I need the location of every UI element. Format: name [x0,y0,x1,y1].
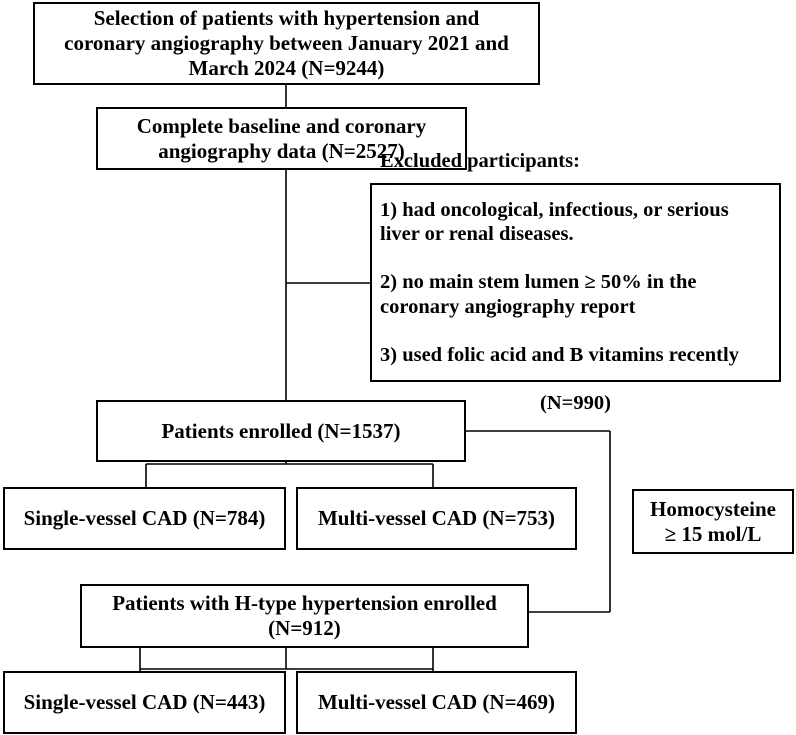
excluded-count: (N=990) [540,392,611,415]
single-vessel-text-1: Single-vessel CAD (N=784) [23,506,266,531]
excluded-title: Excluded participants: [380,150,580,173]
multi-vessel-text-1: Multi-vessel CAD (N=753) [317,506,556,531]
single-vessel-box-1: Single-vessel CAD (N=784) [3,487,286,550]
excluded-box: Excluded participants: 1) had oncologica… [370,150,781,414]
enrolled-text: Patients enrolled (N=1537) [161,418,401,443]
single-vessel-box-2: Single-vessel CAD (N=443) [3,671,286,734]
selection-text: Selection of patients with hypertension … [64,6,509,80]
excluded-item-2: 2) no main stem lumen ≥ 50% in the coron… [380,271,697,318]
complete-data-box: Complete baseline and coronary angiograp… [96,107,467,170]
htype-text: Patients with H-type hypertension enroll… [112,591,497,640]
excluded-item-1: 1) had oncological, infectious, or serio… [380,198,729,246]
single-vessel-text-2: Single-vessel CAD (N=443) [23,690,266,715]
multi-vessel-text-2: Multi-vessel CAD (N=469) [317,690,556,715]
multi-vessel-box-2: Multi-vessel CAD (N=469) [296,671,577,734]
homocysteine-box: Homocysteine ≥ 15 mol/L [632,489,794,554]
homocysteine-text: Homocysteine ≥ 15 mol/L [650,496,776,546]
multi-vessel-box-1: Multi-vessel CAD (N=753) [296,487,577,550]
excluded-item-3: 3) used folic acid and B vitamins recent… [380,343,739,366]
complete-data-text: Complete baseline and coronary angiograp… [136,113,427,163]
selection-box: Selection of patients with hypertension … [33,2,540,85]
htype-box: Patients with H-type hypertension enroll… [80,584,529,648]
enrolled-box: Patients enrolled (N=1537) [96,400,466,462]
